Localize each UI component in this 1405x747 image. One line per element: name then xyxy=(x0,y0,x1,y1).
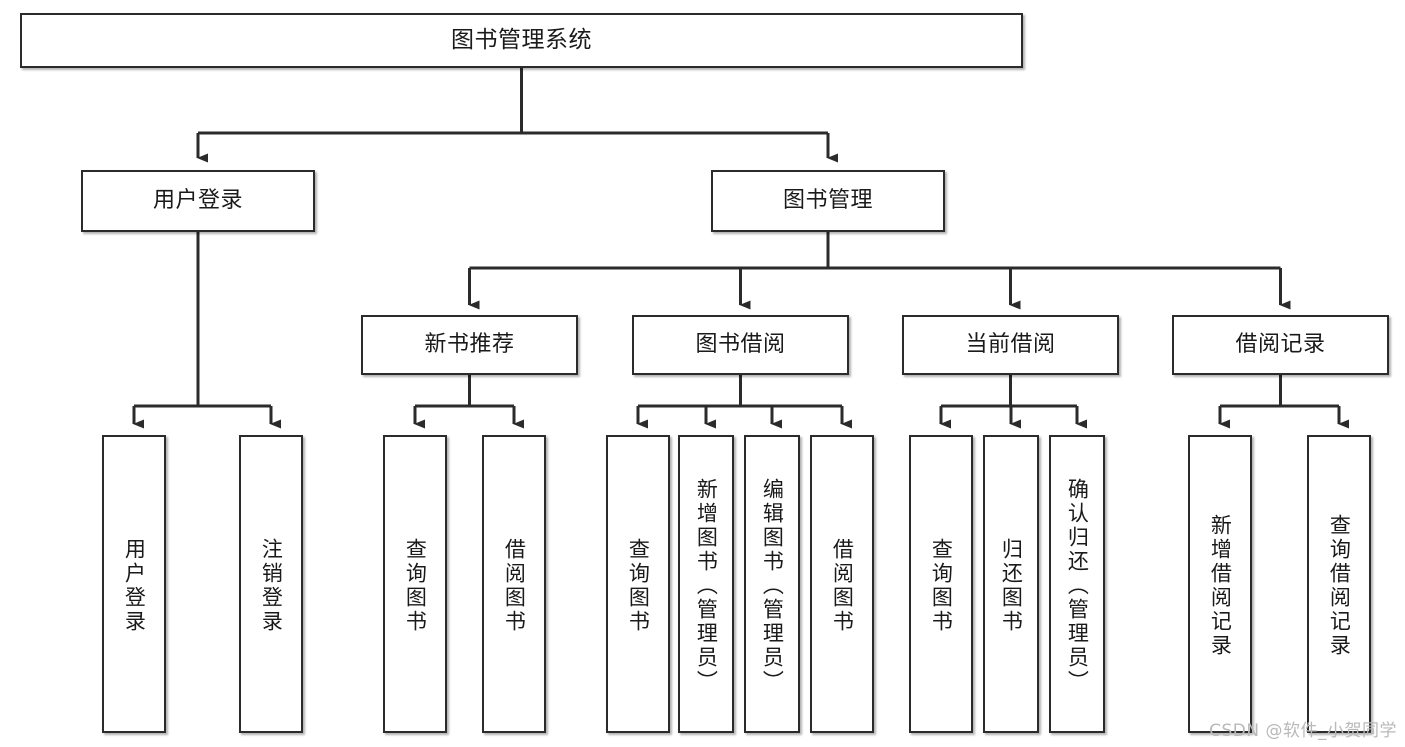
node-leaf-query-book-2[interactable]: 查询图书 xyxy=(606,435,670,733)
node-book-borrow[interactable]: 图书借阅 xyxy=(632,315,849,375)
node-label: 新增图书（管理员） xyxy=(694,478,719,694)
node-label: 借阅图书 xyxy=(502,538,527,634)
node-label: 借阅图书 xyxy=(830,538,855,634)
node-leaf-add-book[interactable]: 新增图书（管理员） xyxy=(678,435,734,733)
node-user-login[interactable]: 用户登录 xyxy=(81,170,315,232)
node-label: 图书借阅 xyxy=(695,332,786,358)
node-label: 注销登录 xyxy=(259,538,284,634)
node-leaf-borrow-book-2[interactable]: 借阅图书 xyxy=(810,435,874,733)
node-borrow-record[interactable]: 借阅记录 xyxy=(1172,315,1389,375)
node-label: 编辑图书（管理员） xyxy=(760,478,785,694)
node-leaf-confirm-return[interactable]: 确认归还（管理员） xyxy=(1049,435,1105,733)
node-leaf-query-book-1[interactable]: 查询图书 xyxy=(383,435,447,733)
node-current-borrow[interactable]: 当前借阅 xyxy=(902,315,1119,375)
node-label: 新增借阅记录 xyxy=(1208,514,1233,658)
node-label: 图书管理 xyxy=(782,188,873,214)
node-root-system[interactable]: 图书管理系统 xyxy=(20,13,1023,68)
node-leaf-logout[interactable]: 注销登录 xyxy=(239,435,303,733)
node-leaf-edit-book[interactable]: 编辑图书（管理员） xyxy=(744,435,800,733)
node-label: 用户登录 xyxy=(152,188,243,214)
node-leaf-add-borrow-record[interactable]: 新增借阅记录 xyxy=(1188,435,1252,733)
node-leaf-user-login[interactable]: 用户登录 xyxy=(102,435,166,733)
node-book-management[interactable]: 图书管理 xyxy=(711,170,945,232)
node-label: 当前借阅 xyxy=(965,332,1056,358)
node-label: 查询图书 xyxy=(929,538,954,634)
node-leaf-return-book[interactable]: 归还图书 xyxy=(983,435,1039,733)
node-label: 确认归还（管理员） xyxy=(1065,478,1090,694)
node-leaf-query-borrow-record[interactable]: 查询借阅记录 xyxy=(1307,435,1371,733)
node-label: 图书管理系统 xyxy=(451,26,592,53)
node-label: 查询借阅记录 xyxy=(1327,514,1352,658)
node-label: 查询图书 xyxy=(403,538,428,634)
node-label: 借阅记录 xyxy=(1235,332,1326,358)
node-leaf-query-book-3[interactable]: 查询图书 xyxy=(909,435,973,733)
node-label: 用户登录 xyxy=(122,538,147,634)
node-leaf-borrow-book-1[interactable]: 借阅图书 xyxy=(482,435,546,733)
watermark-text: CSDN @软件_小贺同学 xyxy=(1209,721,1397,741)
node-new-book-recommend[interactable]: 新书推荐 xyxy=(361,315,578,375)
node-label: 新书推荐 xyxy=(424,332,515,358)
node-label: 归还图书 xyxy=(999,538,1024,634)
node-label: 查询图书 xyxy=(626,538,651,634)
